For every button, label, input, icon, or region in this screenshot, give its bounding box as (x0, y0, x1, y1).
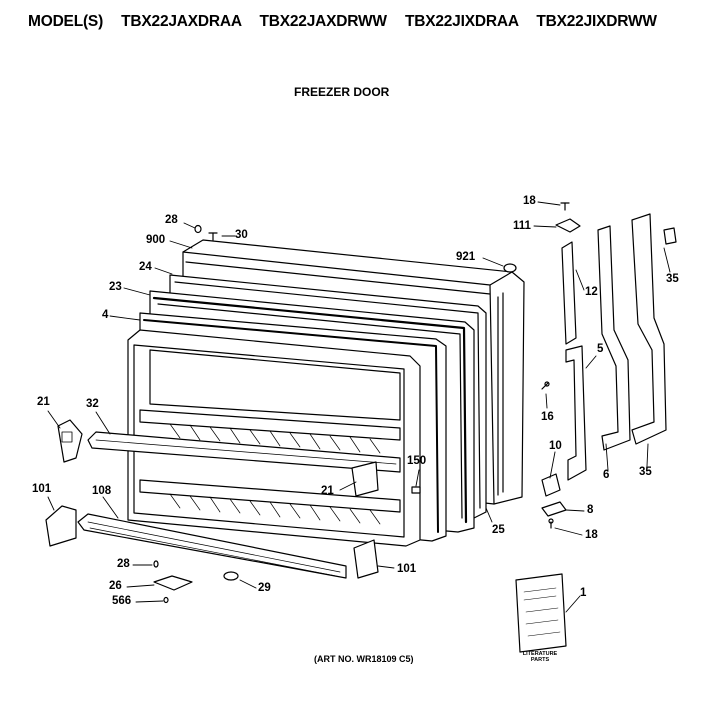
callout-35: 35 (666, 273, 679, 285)
callout-21: 21 (321, 485, 334, 497)
hinge-cap (555, 218, 581, 233)
model-number: TBX22JAXDRAA (121, 13, 242, 30)
callout-23: 23 (109, 281, 122, 293)
callout-35: 35 (639, 466, 652, 478)
washer (223, 571, 239, 581)
door-clip (411, 486, 421, 494)
callout-10: 10 (549, 440, 562, 452)
callout-28: 28 (117, 558, 130, 570)
callout-32: 32 (86, 398, 99, 410)
callout-12: 12 (585, 286, 598, 298)
stop-bracket (541, 473, 561, 497)
diagram-title: FREEZER DOOR (294, 85, 390, 99)
hinge-strip (561, 241, 577, 345)
callout-111: 111 (513, 220, 531, 232)
callout-8: 8 (587, 504, 594, 516)
lower-shelf-bar (77, 513, 347, 579)
shelf-end-cap-left (57, 419, 83, 463)
literature-booklet (515, 573, 567, 653)
model-number: TBX22JIXDRAA (404, 13, 519, 30)
callout-16: 16 (541, 411, 554, 423)
callout-921: 921 (456, 251, 476, 263)
bar-end-cap-left (45, 505, 77, 547)
handle-end-cap (663, 227, 677, 245)
callout-30: 30 (235, 229, 248, 241)
shelf-end-cap-right (351, 461, 379, 497)
model-list: MODEL(S) TBX22JAXDRAA TBX22JAXDRWW TBX22… (28, 13, 657, 31)
leader-lines (47, 201, 671, 613)
door-stop (541, 501, 567, 517)
model-prefix: MODEL(S) (28, 13, 104, 30)
door-handle (631, 213, 667, 445)
bar-end-cap-right (353, 539, 379, 579)
callout-150: 150 (407, 455, 427, 467)
art-number: (ART NO. WR18109 C5) (314, 654, 414, 664)
callout-5: 5 (597, 343, 604, 355)
handle-trim (597, 225, 631, 451)
callout-566: 566 (112, 595, 132, 607)
callout-29: 29 (258, 582, 271, 594)
bottom-hinge-plate (153, 575, 193, 591)
callout-21: 21 (37, 396, 50, 408)
callout-28: 28 (165, 214, 178, 226)
callout-101: 101 (397, 563, 417, 575)
callout-6: 6 (603, 469, 610, 481)
callout-18: 18 (585, 529, 598, 541)
callout-18: 18 (523, 195, 536, 207)
literature-parts-label: LITERATURE PARTS (522, 651, 558, 663)
inner-door-liner (127, 329, 421, 547)
callout-1: 1 (580, 587, 587, 599)
callout-108: 108 (92, 485, 112, 497)
model-number: TBX22JAXDRWW (259, 13, 387, 30)
callout-101: 101 (32, 483, 52, 495)
plug-button (503, 263, 517, 273)
callout-25: 25 (492, 524, 505, 536)
hinge-bracket (565, 345, 587, 481)
callout-24: 24 (139, 261, 152, 273)
callout-900: 900 (146, 234, 166, 246)
callout-4: 4 (102, 309, 109, 321)
callout-26: 26 (109, 580, 122, 592)
hardware-screws (153, 202, 570, 604)
model-number: TBX22JIXDRWW (536, 13, 657, 30)
